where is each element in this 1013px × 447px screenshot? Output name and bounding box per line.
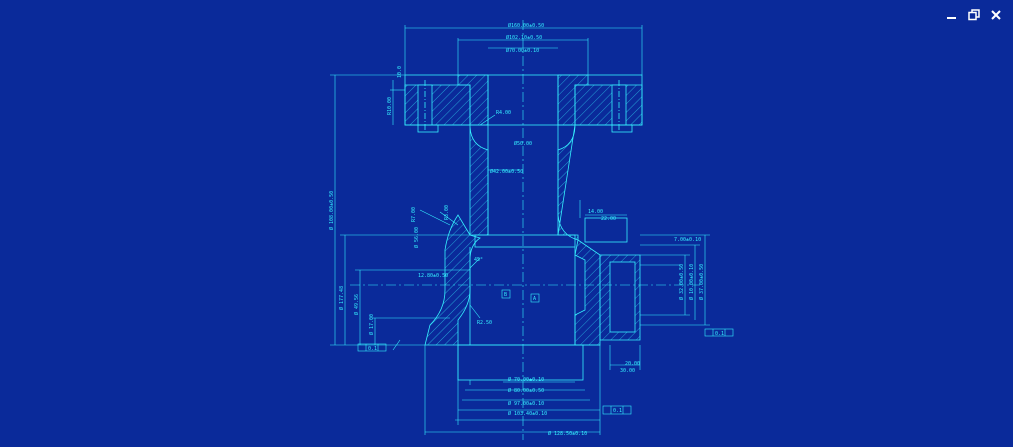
dim-r-left: R7.00 [411, 207, 417, 222]
dimension-lines [330, 25, 710, 435]
dim-right-dim: 7.00±0.10 [674, 237, 701, 243]
part-geometry [330, 20, 734, 440]
dim-top-inner: Ø70.00±0.10 [506, 47, 539, 54]
gdt1-value: 0.1 [368, 346, 377, 352]
dim-bot2: Ø 80.00±0.50 [508, 387, 544, 394]
dim-r-top: R4.00 [496, 110, 511, 116]
dim-right-w: 14.00 [588, 209, 603, 215]
dim-r-left2: R3.00 [444, 205, 450, 220]
dim-right-v2: Ø 10.00±0.10 [688, 264, 695, 300]
dim-bot5: Ø 128.50±0.10 [548, 430, 587, 437]
gdt3-value: 0.1 [613, 408, 622, 414]
restore-icon [968, 9, 980, 21]
restore-button[interactable] [967, 8, 981, 22]
minimize-icon [947, 17, 956, 19]
lower-body [424, 214, 641, 381]
dim-left-h3: Ø 17.00 [368, 314, 375, 335]
dim-left-h1: Ø 177.48 [338, 286, 345, 310]
dim-top-outer: Ø160.00±0.50 [508, 22, 544, 29]
dim-r2: R2.50 [477, 320, 492, 326]
dim-left-h2: Ø 49.56 [353, 294, 360, 315]
datum-b-label: B [504, 292, 507, 298]
neck [469, 75, 579, 241]
dim-bore: Ø50.00 [514, 140, 532, 147]
dim-height-total: Ø 108.00±0.50 [328, 191, 335, 230]
dim-flange-r: R10.00 [387, 97, 393, 115]
top-flange [404, 74, 643, 133]
close-button[interactable] [989, 8, 1003, 22]
dim-flange-thk: 10.0 [397, 66, 403, 78]
dim-depth1: 12.80±0.50 [418, 273, 448, 279]
close-icon [991, 10, 1001, 20]
window-controls [945, 8, 1003, 22]
dim-bot3: Ø 97.00±0.10 [508, 400, 544, 407]
minimize-button[interactable] [945, 8, 959, 22]
dim-bot1: Ø 70.00±0.10 [508, 376, 544, 383]
dim-small2: 30.00 [620, 368, 635, 374]
dimension-labels: Ø160.00±0.50 Ø102.10±0.50 Ø70.00±0.10 Ø5… [328, 22, 724, 437]
dim-ang: 45° [474, 257, 483, 263]
centerlines [350, 20, 700, 440]
dim-small1: 20.00 [625, 361, 640, 367]
dim-mid-c: Ø 56.00 [413, 227, 420, 248]
gdt2-value: 0.1 [715, 331, 724, 337]
dim-top-mid: Ø102.10±0.50 [506, 34, 542, 41]
dim-right-v1: Ø 32.00±0.50 [678, 264, 685, 300]
dim-right-v3: Ø 37.00±0.50 [698, 264, 705, 300]
datum-a-label: A [533, 296, 536, 302]
dim-right-block: 22.00 [601, 216, 616, 222]
gdt-frames [357, 289, 734, 415]
dim-neck: Ø42.00±0.50 [490, 168, 523, 175]
dim-bot4: Ø 103.40±0.10 [508, 410, 547, 417]
